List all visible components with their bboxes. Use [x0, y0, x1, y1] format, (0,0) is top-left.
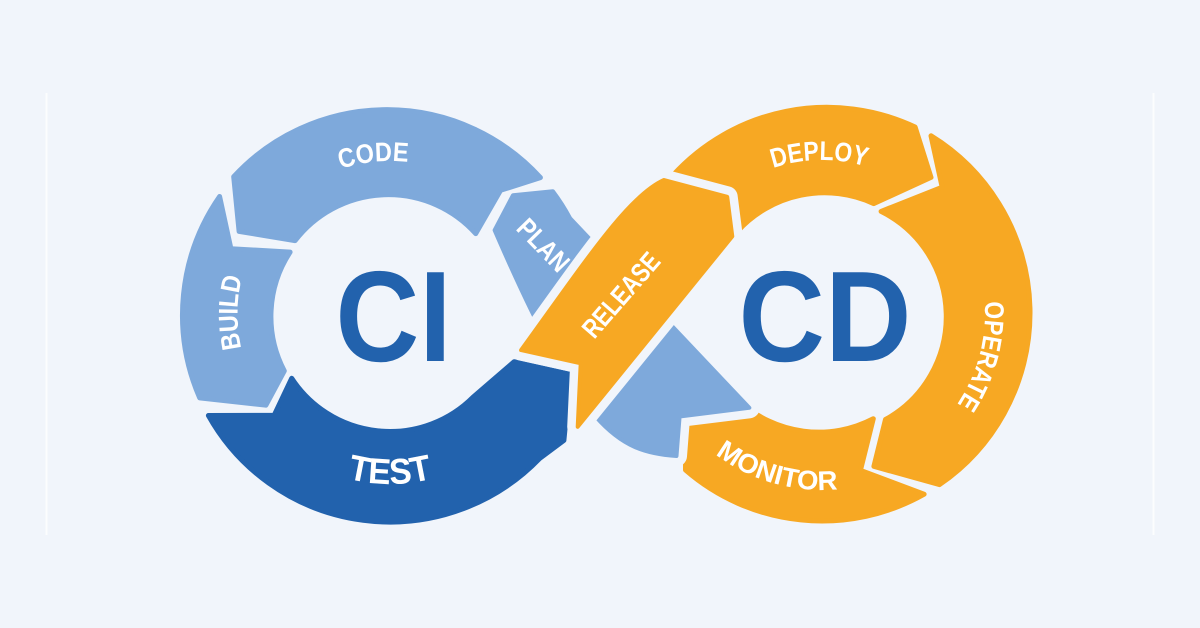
svg-text:CD: CD — [739, 245, 912, 389]
svg-text:CI: CI — [336, 245, 452, 389]
svg-text:BUILD: BUILD — [213, 272, 247, 352]
